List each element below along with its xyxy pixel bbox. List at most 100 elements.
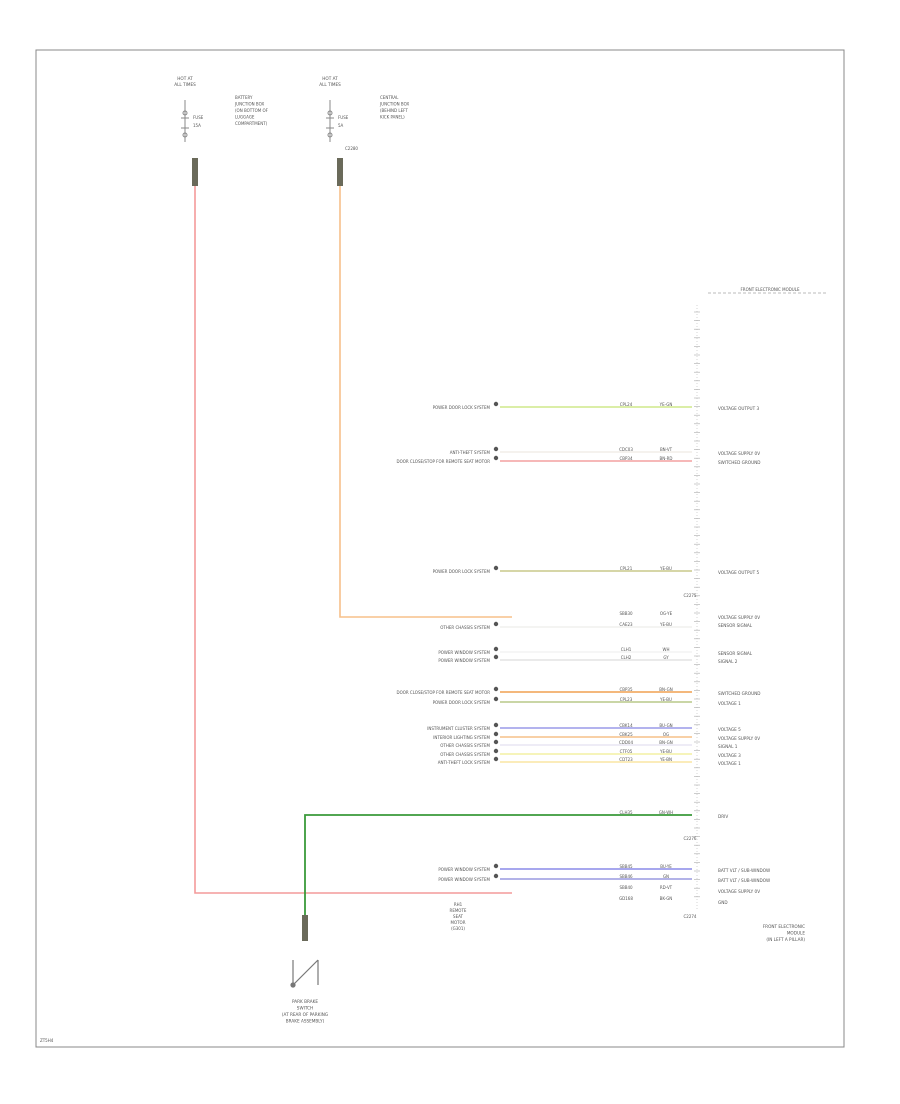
wire-color-label: YE-GN <box>659 402 673 407</box>
fuse-desc-line: JUNCTION BOX <box>234 102 264 107</box>
wire-circuit-label: CBP34 <box>619 456 632 461</box>
wire-color-label: BN-VT <box>660 447 673 452</box>
wire-pin-label: VOLTAGE SUPPLY 0V <box>718 889 760 894</box>
wire-left-label: POWER WINDOW SYSTEM <box>438 650 490 655</box>
wire-circuit-label: CAE23 <box>619 622 633 627</box>
fuse-left-symbol <box>181 100 189 142</box>
wire-pin-label: BATT VLT / SUB-WINDOW <box>718 868 770 873</box>
splice-dot <box>493 646 499 652</box>
splice-dot <box>493 731 499 737</box>
wire-circuit-label: GD168 <box>619 896 633 901</box>
wire-circuit-label: CPL21 <box>620 566 633 571</box>
wire-pin-label: VOLTAGE SUPPLY 0V <box>718 736 760 741</box>
wire-color-label: YE-BU <box>659 622 672 627</box>
connector-label: C2275 <box>684 593 697 598</box>
switch-label-line: SWITCH <box>297 1006 313 1011</box>
wire-color-label: BU-GN <box>659 723 672 728</box>
wire-color-label: RD-VT <box>660 885 673 890</box>
wire-lines <box>493 401 692 880</box>
splice-dot <box>493 748 499 754</box>
fuse-desc-line: (BEHIND LEFT <box>380 108 408 113</box>
fuse-title-line: ALL TIMES <box>174 82 196 87</box>
wire-circuit-label: CDC03 <box>619 447 633 452</box>
wire-left-label: DOOR CLOSE/STOP FOR REMOTE SEAT MOTOR <box>396 459 490 464</box>
wire-color-label: YE-BN <box>659 757 672 762</box>
splice-dot <box>493 455 499 461</box>
fuse-desc-line: CENTRAL <box>380 95 399 100</box>
wire-color-label: YE-BU <box>659 697 672 702</box>
wire-left-label: INTERIOR LIGHTING SYSTEM <box>433 735 490 740</box>
wire-color-label: YE-BU <box>659 749 672 754</box>
wire-color-label: BU-YE <box>660 864 672 869</box>
wire-color-label: OG-YE <box>660 611 673 616</box>
wire-left-label: POWER DOOR LOCK SYSTEM <box>433 700 491 705</box>
wire-pin-label: DRIV <box>718 814 728 819</box>
splice-dot <box>493 756 499 762</box>
wire-circuit-label: CDT23 <box>619 757 633 762</box>
wire-circuit-label: CPL24 <box>620 402 633 407</box>
connector-label: C2276 <box>684 836 697 841</box>
wire-color-label: BN-RD <box>659 456 672 461</box>
wire-left-label: OTHER CHASSIS SYSTEM <box>440 752 490 757</box>
wire-pin-label: GND <box>718 900 728 905</box>
splice-dot <box>493 401 499 407</box>
wire-color-label: GN <box>663 874 669 879</box>
wire-circuit-label: CLH1 <box>621 647 632 652</box>
wire-circuit-label: CBP35 <box>619 687 632 692</box>
fuse-desc-line: LUGGAGE <box>235 115 255 120</box>
module-label-line: MODULE <box>787 931 806 936</box>
wire-circuit-label: CTF05 <box>620 749 633 754</box>
switch-connector <box>302 915 308 941</box>
splice-dot <box>493 696 499 702</box>
wire-battery-feed <box>194 160 512 894</box>
wire-left-label: ANTI-THEFT LOCK SYSTEM <box>438 760 491 765</box>
wire-left-label: OTHER CHASSIS SYSTEM <box>440 743 490 748</box>
wire-circuit-label: CDD04 <box>619 740 633 745</box>
splice-dot <box>493 739 499 745</box>
wire-pin-label: SWITCHED GROUND <box>718 460 761 465</box>
splice-dot <box>493 863 499 869</box>
wire-park-brake <box>304 814 692 918</box>
ground-label-line: MOTOR <box>451 920 466 925</box>
wire-central-feed <box>339 160 512 618</box>
splice-dot <box>493 873 499 879</box>
wire-color-label: BK-GN <box>660 896 673 901</box>
wire-pin-label: SIGNAL 2 <box>718 659 738 664</box>
fuse-right-connector <box>337 158 343 186</box>
wire-circuit-label: SBB46 <box>619 874 633 879</box>
wire-circuit-label: CPL23 <box>620 697 633 702</box>
wire-color-label: OG <box>663 732 669 737</box>
wire-circuit-label: CBK14 <box>619 723 633 728</box>
wire-pin-label: VOLTAGE 3 <box>718 753 741 758</box>
wire-pin-label: VOLTAGE 5 <box>718 727 741 732</box>
fuse-desc-line: BATTERY <box>235 95 253 100</box>
fuse-desc-line: (ON BOTTOM OF <box>235 108 269 113</box>
wire-pin-label: VOLTAGE OUTPUT 5 <box>718 570 759 575</box>
wire-left-label: POWER DOOR LOCK SYSTEM <box>433 569 491 574</box>
wire-labels: POWER DOOR LOCK SYSTEM CPL24 YE-GN VOLTAGE … <box>396 402 770 905</box>
splice-dot <box>493 686 499 692</box>
wire-color-label: GY <box>663 655 669 660</box>
splice-dot <box>493 446 499 452</box>
wire-circuit-label: SBB30 <box>619 611 633 616</box>
wire-left-label: OTHER CHASSIS SYSTEM <box>440 625 490 630</box>
diagram-frame <box>35 49 845 1048</box>
wire-pin-label: VOLTAGE SUPPLY 0V <box>718 615 760 620</box>
wire-pin-label: SIGNAL 1 <box>718 744 738 749</box>
wire-circuit-label: CLH35 <box>619 810 633 815</box>
wire-left-label: POWER DOOR LOCK SYSTEM <box>433 405 491 410</box>
wire-circuit-label: SBB45 <box>619 864 633 869</box>
module-title: FRONT ELECTRONIC MODULE <box>741 287 800 292</box>
fuse-rating-line: 5A <box>338 123 344 128</box>
wire-color-label: WH <box>663 647 670 652</box>
wire-pin-label: SWITCHED GROUND <box>718 691 761 696</box>
wire-left-label: INSTRUMENT CLUSTER SYSTEM <box>427 726 490 731</box>
ground-label-line: (G301) <box>451 926 465 931</box>
fuse-title-line: HOT AT <box>177 76 193 81</box>
switch-label-line: BRAKE ASSEMBLY) <box>286 1019 325 1024</box>
wire-pin-label: VOLTAGE SUPPLY 0V <box>718 451 760 456</box>
fuse-rating-line: FUSE <box>193 115 204 120</box>
splice-dot <box>493 722 499 728</box>
ground-label-line: SEAT <box>453 914 463 919</box>
